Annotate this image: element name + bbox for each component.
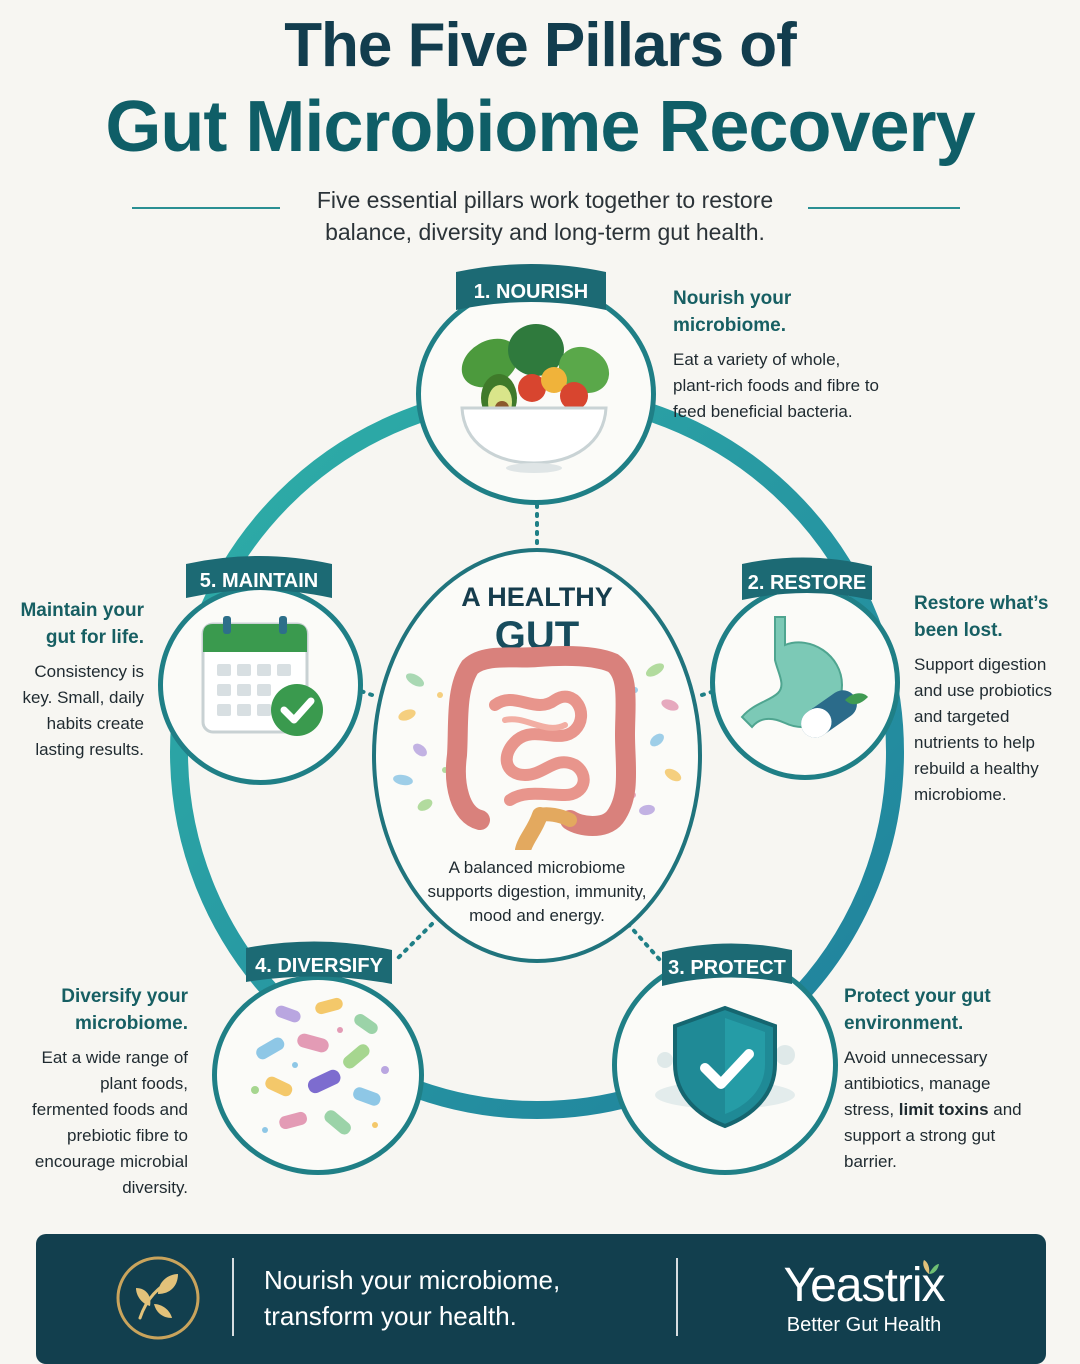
pillar-restore-text: Restore what’s been lost. Support digest… bbox=[914, 590, 1074, 808]
footer-divider-left bbox=[232, 1258, 234, 1336]
pillar-maintain-description: Consistency is key. Small, daily habits … bbox=[22, 662, 144, 759]
pillar-protect-description-bold: limit toxins bbox=[898, 1100, 989, 1119]
shield-check-icon bbox=[655, 1005, 795, 1129]
pillar-restore-badge: 2. RESTORE bbox=[742, 557, 872, 600]
leaf-icon bbox=[116, 1256, 200, 1340]
intestine-icon bbox=[393, 645, 682, 850]
title-line-2: Gut Microbiome Recovery bbox=[105, 87, 975, 167]
pillar-protect-description-part-1: Avoid unnecessary antibiotics, manage st… bbox=[844, 1048, 991, 1119]
brand-tagline: Better Gut Health bbox=[786, 1314, 942, 1336]
connector-diversify bbox=[396, 922, 434, 960]
pillar-protect-badge-text: 3. PROTECT bbox=[668, 957, 786, 979]
subtitle-right-rule bbox=[808, 207, 960, 209]
pillar-nourish-badge: 1. NOURISH bbox=[456, 264, 606, 310]
pillar-maintain-badge-text: 5. MAINTAIN bbox=[200, 570, 319, 592]
microbes-icon bbox=[251, 997, 389, 1135]
salad-bowl-icon bbox=[460, 324, 610, 473]
calendar-check-icon bbox=[201, 616, 323, 736]
pillar-protect-description-part-2: and support a strong gut barrier. bbox=[844, 1100, 1022, 1171]
stomach-capsule-icon bbox=[740, 616, 868, 738]
pillar-protect-description: Avoid unnecessary antibiotics, manage st… bbox=[844, 1045, 1034, 1175]
pillar-restore-badge-text: 2. RESTORE bbox=[748, 572, 867, 594]
brand-logo: Yeastrix bbox=[783, 1259, 946, 1312]
pillar-diversify-badge: 4. DIVERSIFY bbox=[246, 941, 392, 984]
pillar-diversify-text: Diversify your microbiome. Eat a wide ra… bbox=[20, 983, 188, 1201]
pillar-diversify-title: Diversify your microbiome. bbox=[61, 986, 188, 1034]
pillar-maintain-text: Maintain your gut for life. Consistency … bbox=[10, 597, 144, 763]
pillar-protect-title: Protect your gut environment. bbox=[844, 986, 991, 1034]
pillar-nourish-text: Nourish your microbiome. Eat a variety o… bbox=[673, 285, 883, 425]
pillar-nourish-title: Nourish your microbiome. bbox=[673, 288, 792, 336]
center-description: A balanced microbiome supports digestion… bbox=[427, 858, 647, 925]
pillar-maintain-title: Maintain your gut for life. bbox=[20, 600, 144, 648]
pillar-diversify-description: Eat a wide range of plant foods, ferment… bbox=[32, 1048, 188, 1197]
pillar-restore-description: Support digestion and use probiotics and… bbox=[914, 655, 1052, 804]
center-circle bbox=[372, 548, 702, 963]
pillar-restore-title: Restore what’s been lost. bbox=[914, 593, 1049, 641]
pillar-diversify-badge-text: 4. DIVERSIFY bbox=[255, 955, 383, 977]
pillar-maintain-badge: 5. MAINTAIN bbox=[186, 556, 332, 598]
title-line-1: The Five Pillars of bbox=[284, 11, 797, 80]
pillar-nourish-badge-text: 1. NOURISH bbox=[474, 281, 588, 303]
subtitle-left-rule bbox=[132, 207, 280, 209]
brand-leaf-icon bbox=[923, 1260, 939, 1274]
subtitle: Five essential pillars work together to … bbox=[316, 187, 774, 245]
pillar-protect-text: Protect your gut environment. Avoid unne… bbox=[844, 983, 1034, 1175]
pillar-nourish-description: Eat a variety of whole, plant-rich foods… bbox=[673, 350, 880, 421]
footer-banner bbox=[36, 1234, 1046, 1364]
connector-protect bbox=[626, 922, 662, 962]
pillar-protect-badge: 3. PROTECT bbox=[662, 943, 792, 986]
footer-divider-right bbox=[676, 1258, 678, 1336]
center-label-line-1: A HEALTHY bbox=[461, 582, 613, 612]
footer-tagline: Nourish your microbiome, transform your … bbox=[264, 1265, 561, 1331]
